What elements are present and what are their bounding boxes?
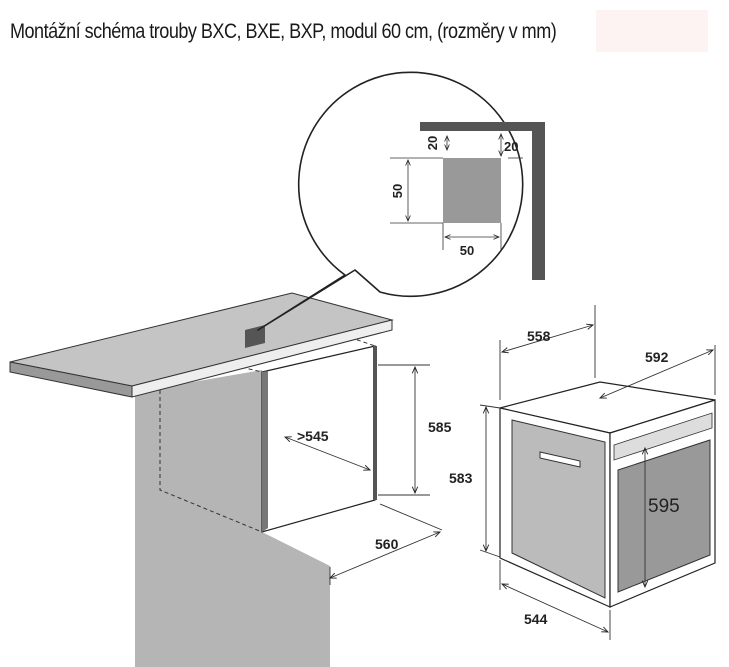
detail-magnifier: 20 20 50 50	[257, 71, 545, 331]
oven-bottom-depth-label: 544	[524, 611, 548, 627]
title-highlight	[596, 10, 708, 52]
gap-right-label: 20	[504, 139, 518, 154]
cabinet-width-label: >545	[297, 428, 329, 444]
oven-front-height-label: 595	[648, 496, 680, 517]
cabinet-height-label: 585	[428, 419, 452, 435]
door-handle	[539, 451, 581, 468]
oven-dimensions	[479, 305, 716, 640]
vent-cutout	[245, 325, 265, 348]
oven-depth-label: 558	[527, 328, 551, 344]
gap-top-label: 20	[425, 136, 440, 150]
oven-width-label: 592	[645, 349, 669, 365]
oven-side-height-label: 583	[449, 470, 473, 486]
countertop	[9, 292, 394, 398]
cabinet-dimensions	[285, 364, 443, 585]
page-title: Montážní schéma trouby BXC, BXE, BXP, mo…	[10, 20, 557, 43]
hole-width-label: 50	[460, 243, 474, 258]
oven	[499, 381, 716, 608]
cabinet-depth-label: 560	[375, 536, 399, 552]
hole-height-label: 50	[390, 184, 405, 198]
